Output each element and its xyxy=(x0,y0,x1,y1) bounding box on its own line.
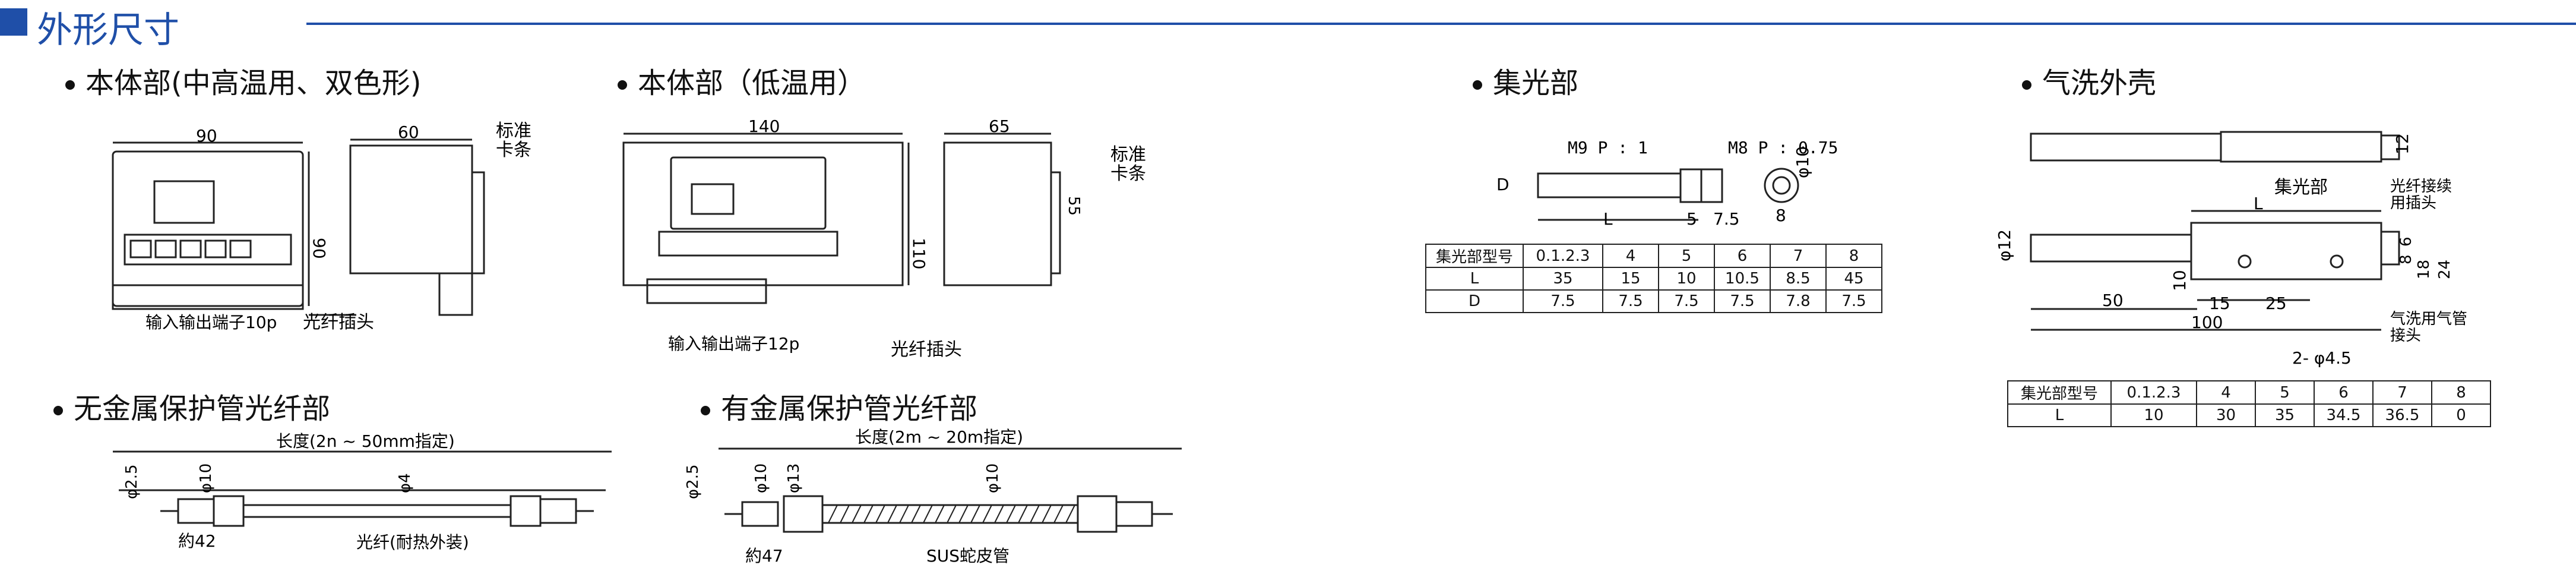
svg-text:M8 P : 0.75: M8 P : 0.75 xyxy=(1728,138,1838,157)
svg-text:6: 6 xyxy=(2397,236,2415,247)
svg-text:气洗用气管: 气洗用气管 xyxy=(2390,310,2467,328)
svg-text:90: 90 xyxy=(309,238,329,259)
table-header-row: 集光部型号 0.1.2.3 4 5 6 7 8 xyxy=(1425,244,1882,268)
svg-text:长度(2n ~ 50mm指定): 长度(2n ~ 50mm指定) xyxy=(276,431,455,451)
title-rule xyxy=(306,23,2576,25)
svg-text:8: 8 xyxy=(1776,206,1786,225)
title-marker xyxy=(0,8,27,36)
svg-text:卡条: 卡条 xyxy=(496,140,531,160)
svg-text:φ2.5: φ2.5 xyxy=(684,465,702,500)
svg-text:集光部: 集光部 xyxy=(2274,177,2328,198)
svg-text:50: 50 xyxy=(2102,291,2124,310)
svg-text:25: 25 xyxy=(2265,294,2287,313)
section-collector: 集光部 xyxy=(1473,59,1578,101)
svg-text:φ13: φ13 xyxy=(785,463,803,493)
svg-text:7.5: 7.5 xyxy=(1713,209,1740,229)
section-body-low: 本体部（低温用） xyxy=(618,59,866,101)
svg-text:約42: 約42 xyxy=(178,531,216,551)
svg-text:90: 90 xyxy=(196,126,217,146)
table-header-row: 集光部型号 0.1.2.3 4 5 6 7 8 xyxy=(2007,380,2491,405)
body-low-drawing: 140 110 65 55 标准 卡条 输入输出端子12p 光纤插头 xyxy=(622,116,1146,360)
svg-text:60: 60 xyxy=(398,122,419,142)
svg-text:光纤插头: 光纤插头 xyxy=(303,312,374,333)
svg-text:8: 8 xyxy=(2397,254,2415,264)
svg-text:标准: 标准 xyxy=(1110,144,1146,165)
svg-text:18: 18 xyxy=(2415,260,2433,279)
svg-text:M9 P : 1: M9 P : 1 xyxy=(1568,138,1648,157)
svg-text:φ10: φ10 xyxy=(752,463,770,493)
svg-text:长度(2m ~ 20m指定): 长度(2m ~ 20m指定) xyxy=(855,427,1023,447)
svg-text:24: 24 xyxy=(2436,260,2454,279)
svg-text:D: D xyxy=(1496,175,1509,194)
svg-text:输入输出端子10p: 输入输出端子10p xyxy=(145,313,277,332)
svg-text:光纤插头: 光纤插头 xyxy=(891,339,962,360)
svg-text:約47: 約47 xyxy=(745,546,783,566)
svg-text:φ10: φ10 xyxy=(197,463,215,493)
svg-text:110: 110 xyxy=(909,238,929,269)
with-metal-fiber-drawing: 长度(2m ~ 20m指定) φ2.5 φ10 φ13 φ10 約47 SUS蛇… xyxy=(684,427,1182,566)
svg-text:10: 10 xyxy=(2170,270,2189,291)
svg-text:卡条: 卡条 xyxy=(1110,163,1146,184)
collector-drawing: M9 P : 1 M8 P : 0.75 D L 5 7.5 φ10 8 xyxy=(1496,138,1838,229)
svg-text:L: L xyxy=(1603,209,1613,229)
section-no-metal: 无金属保护管光纤部 xyxy=(53,385,330,427)
svg-text:12: 12 xyxy=(2393,133,2412,154)
svg-text:光纤接续: 光纤接续 xyxy=(2390,178,2452,195)
svg-text:φ12: φ12 xyxy=(1995,229,2014,261)
svg-text:接头: 接头 xyxy=(2390,327,2421,345)
svg-text:φ4: φ4 xyxy=(396,473,414,493)
svg-text:用插头: 用插头 xyxy=(2390,194,2436,212)
svg-text:55: 55 xyxy=(1065,196,1083,216)
svg-text:65: 65 xyxy=(989,116,1010,136)
svg-text:2- φ4.5: 2- φ4.5 xyxy=(2292,348,2352,368)
section-air-purge: 气洗外壳 xyxy=(2022,59,2156,101)
svg-text:15: 15 xyxy=(2209,294,2230,313)
body-mid-high-drawing: 90 90 60 标准 卡条 输入输出端子10p 光纤插头 xyxy=(112,121,531,333)
svg-text:SUS蛇皮管: SUS蛇皮管 xyxy=(926,546,1009,566)
no-metal-fiber-drawing: 长度(2n ~ 50mm指定) φ2.5 φ10 φ4 約42 光纤(耐热外装) xyxy=(113,431,612,552)
svg-text:φ10: φ10 xyxy=(1793,146,1812,178)
svg-text:100: 100 xyxy=(2191,313,2223,332)
svg-text:φ10: φ10 xyxy=(984,463,1002,493)
svg-text:140: 140 xyxy=(748,116,780,136)
svg-text:5: 5 xyxy=(1686,209,1697,229)
page-title: 外形尺寸 xyxy=(37,10,179,51)
section-body-mid-high: 本体部(中高温用、双色形) xyxy=(65,59,421,101)
svg-text:L: L xyxy=(2254,194,2263,213)
section-with-metal: 有金属保护管光纤部 xyxy=(701,385,977,427)
svg-text:输入输出端子12p: 输入输出端子12p xyxy=(668,334,799,354)
air-purge-drawing: 12 集光部 光纤接续 用插头 L φ12 10 6 8 18 24 50 15… xyxy=(1995,131,2467,368)
svg-text:光纤(耐热外装): 光纤(耐热外装) xyxy=(356,532,469,552)
svg-text:标准: 标准 xyxy=(496,121,531,141)
svg-text:φ2.5: φ2.5 xyxy=(123,465,141,500)
